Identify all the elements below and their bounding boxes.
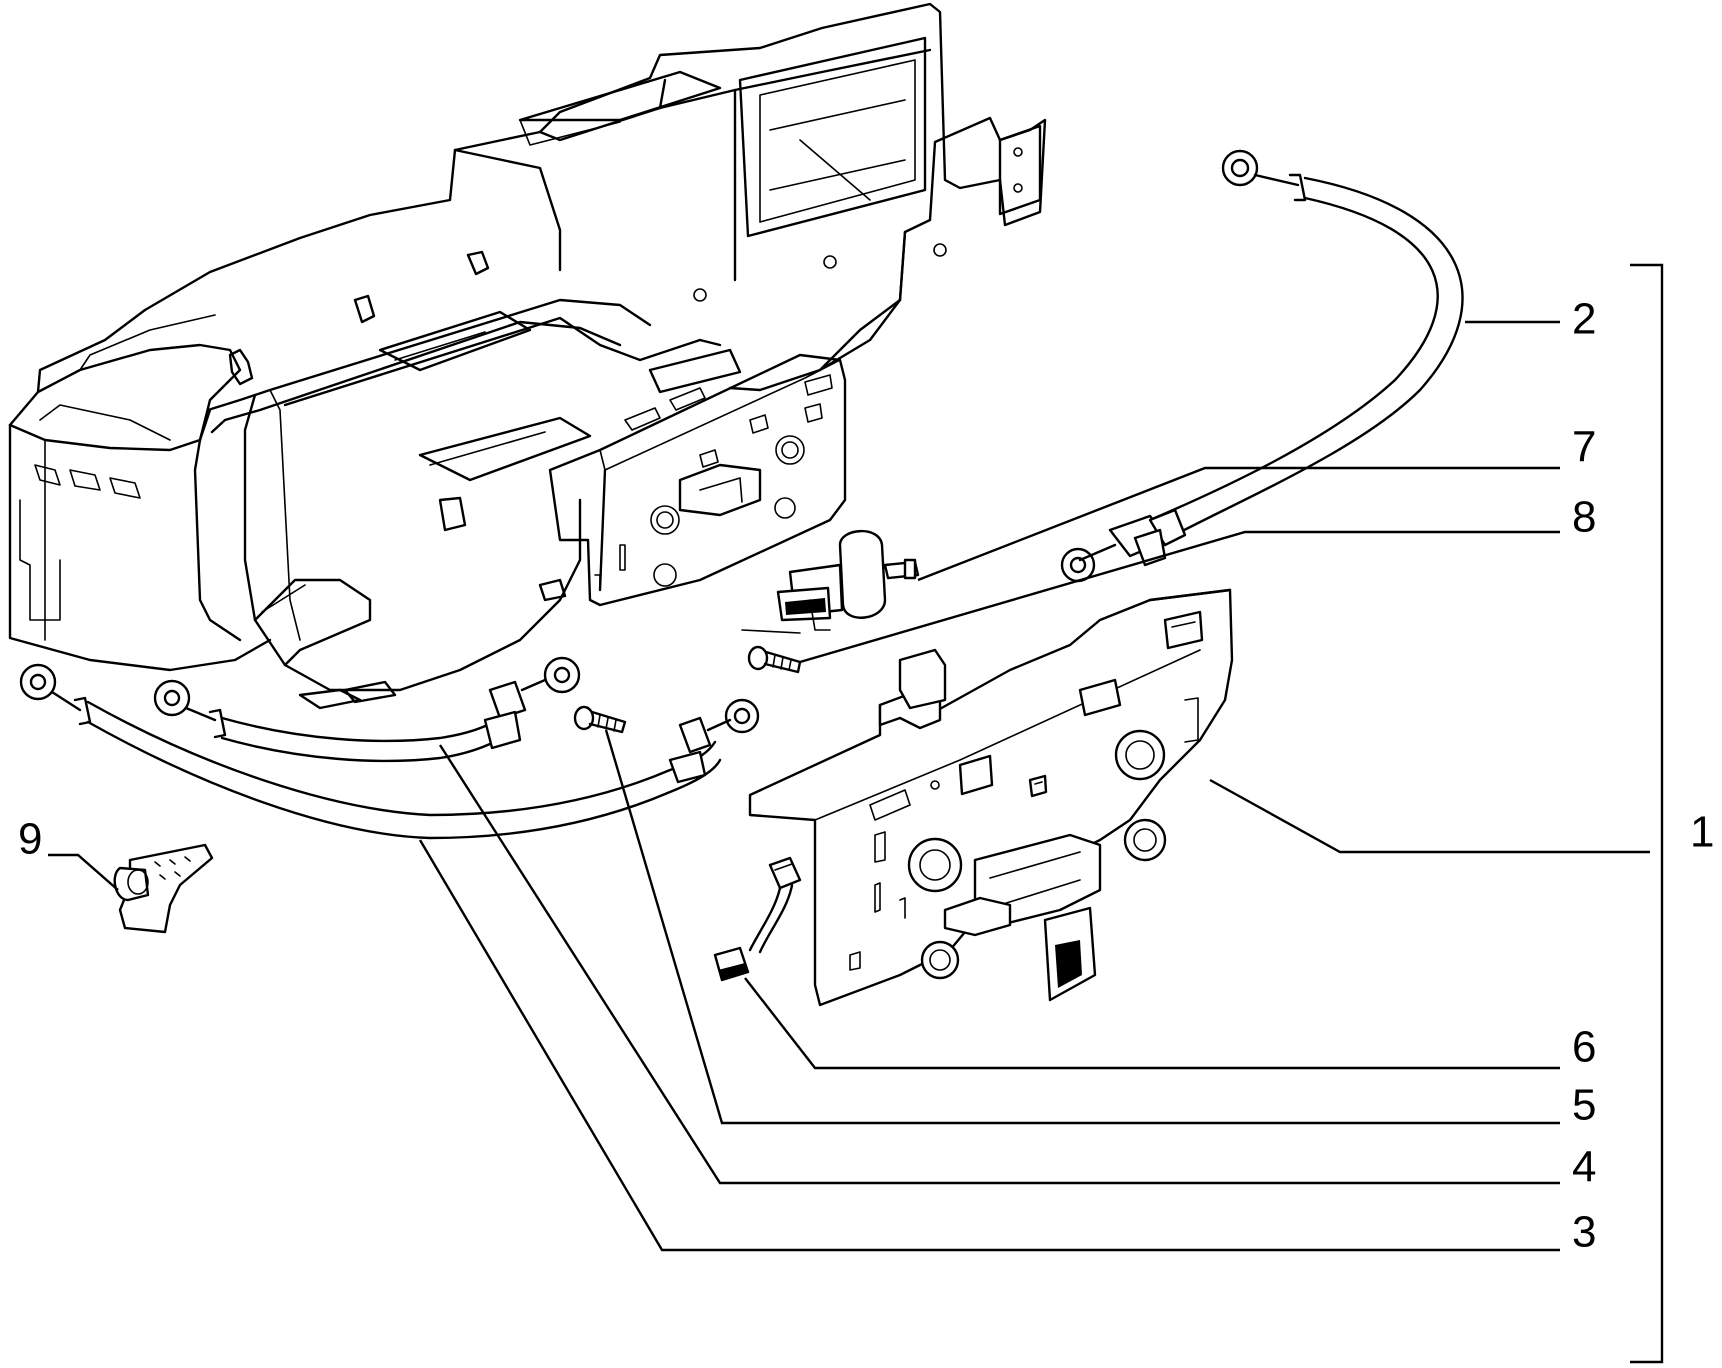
control-cable-lower-long	[19, 663, 760, 840]
leader-1	[1209, 778, 1650, 854]
callout-7: 7	[1572, 423, 1596, 472]
callout-2: 2	[1572, 295, 1596, 344]
assembly-bracket	[1630, 263, 1664, 1364]
leader-5	[604, 729, 1560, 1125]
leader-7	[917, 466, 1560, 582]
control-cable-lower-short	[153, 656, 581, 763]
actuator-switch	[776, 529, 920, 631]
wire-connector	[713, 856, 802, 982]
callout-5: 5	[1572, 1081, 1596, 1130]
control-cable-upper	[1060, 149, 1464, 583]
callout-9: 9	[18, 815, 42, 864]
leader-9	[48, 853, 119, 891]
callout-6: 6	[1572, 1023, 1596, 1072]
leader-lines	[48, 263, 1664, 1364]
leader-3	[418, 839, 1560, 1252]
callout-4: 4	[1572, 1143, 1596, 1192]
control-unit	[748, 588, 1234, 1007]
callout-8: 8	[1572, 493, 1596, 542]
callout-1: 1	[1690, 808, 1714, 857]
screw-lower	[573, 705, 627, 734]
heater-housing	[8, 2, 1047, 710]
housing-control-panel	[548, 353, 847, 607]
leader-8	[799, 530, 1560, 664]
leader-6	[744, 977, 1560, 1070]
callout-numbers: 2 7 8 1 9 6 5 4 3	[18, 295, 1714, 1257]
callout-3: 3	[1572, 1208, 1596, 1257]
screw-upper	[741, 629, 802, 674]
leader-4	[438, 744, 1560, 1185]
cable-clip	[113, 843, 214, 934]
